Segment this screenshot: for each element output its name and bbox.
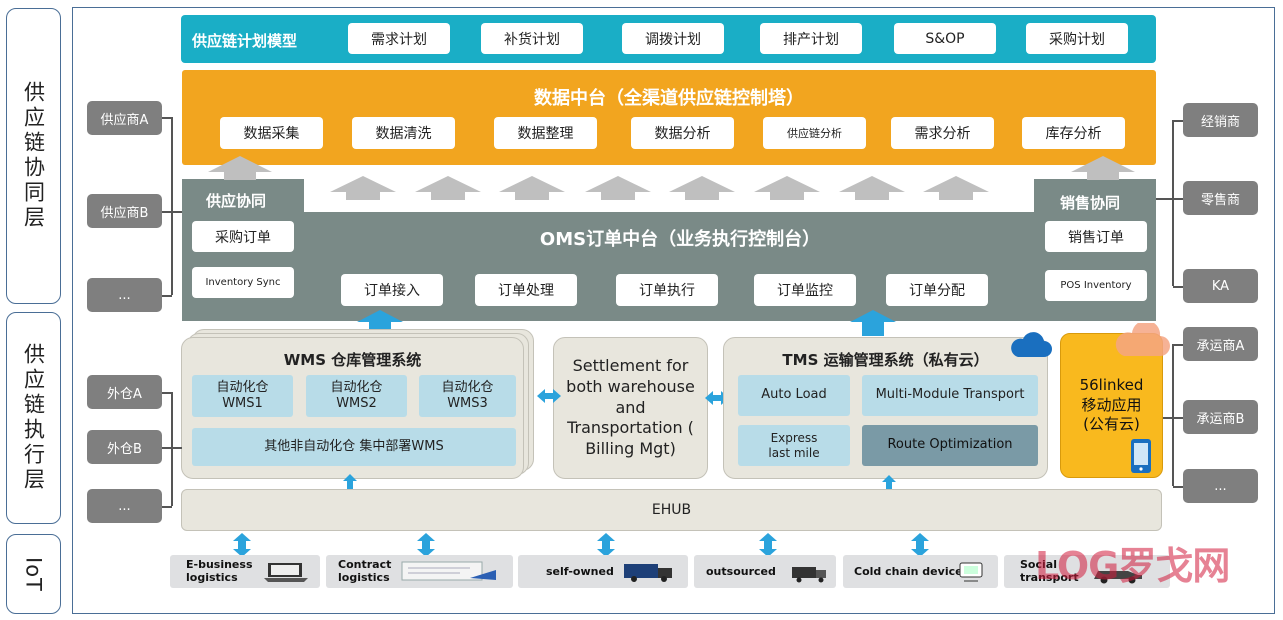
supply-collab-title: 供应协同 bbox=[206, 192, 267, 210]
oms-item[interactable]: 订单处理 bbox=[475, 274, 577, 306]
up-arrow-icon bbox=[839, 176, 905, 200]
carrier-more[interactable]: ... bbox=[1183, 469, 1258, 503]
planning-title: 供应链计划模型 bbox=[192, 32, 298, 50]
iot-social-transport[interactable]: Social transport bbox=[1004, 555, 1170, 588]
wms-oms-arrow bbox=[357, 310, 403, 336]
pos-inventory[interactable]: POS Inventory bbox=[1045, 270, 1147, 301]
planning-item[interactable]: 调拨计划 bbox=[622, 23, 724, 54]
data-platform-item[interactable]: 数据整理 bbox=[494, 117, 597, 149]
supplier-more[interactable]: ... bbox=[87, 278, 162, 312]
data-platform-item[interactable]: 数据分析 bbox=[631, 117, 734, 149]
supplier-a[interactable]: 供应商A bbox=[87, 101, 162, 135]
laptop-icon bbox=[264, 563, 308, 582]
tms-oms-arrow bbox=[850, 310, 896, 336]
up-arrow-icon bbox=[1071, 156, 1135, 180]
ehub-label: EHUB bbox=[651, 502, 692, 518]
ehub-bar[interactable]: EHUB bbox=[181, 489, 1162, 531]
mobile-app-text: 56linked 移动应用 (公有云) bbox=[1079, 376, 1144, 433]
supplier-b[interactable]: 供应商B bbox=[87, 194, 162, 228]
vertical-double-arrow-icon bbox=[597, 533, 615, 557]
purchase-order[interactable]: 采购订单 bbox=[192, 221, 294, 252]
up-arrow-icon bbox=[208, 156, 272, 180]
device-icon bbox=[959, 562, 983, 582]
warehouse-b[interactable]: 外仓B bbox=[87, 430, 162, 464]
planning-item[interactable]: 补货计划 bbox=[481, 23, 583, 54]
layer-label-execution: 供应链执行层 bbox=[6, 312, 61, 524]
layer-label-iot: IoT bbox=[6, 534, 61, 614]
tms-route-optimization[interactable]: Route Optimization bbox=[862, 425, 1038, 466]
settlement-text: Settlement for both warehouse and Transp… bbox=[566, 356, 695, 459]
data-platform-item[interactable]: 需求分析 bbox=[891, 117, 994, 149]
distributor[interactable]: 经销商 bbox=[1183, 103, 1258, 137]
data-platform-item[interactable]: 数据清洗 bbox=[352, 117, 455, 149]
oms-item[interactable]: 订单监控 bbox=[754, 274, 856, 306]
vertical-double-arrow-icon bbox=[911, 533, 929, 557]
up-arrow-icon bbox=[585, 176, 651, 200]
phone-icon bbox=[1131, 439, 1151, 473]
double-arrow-icon bbox=[537, 389, 561, 403]
data-platform-item[interactable]: 数据采集 bbox=[220, 117, 323, 149]
up-arrow-icon bbox=[499, 176, 565, 200]
oms-title: OMS订单中台（业务执行控制台） bbox=[539, 229, 821, 250]
carrier-a[interactable]: 承运商A bbox=[1183, 327, 1258, 361]
oms-item[interactable]: 订单执行 bbox=[616, 274, 718, 306]
tms-title: TMS 运输管理系统（私有云） bbox=[782, 351, 989, 369]
planning-item[interactable]: 采购计划 bbox=[1026, 23, 1128, 54]
cloud-icon bbox=[1115, 323, 1170, 356]
car-icon bbox=[1094, 571, 1142, 584]
vertical-double-arrow-icon bbox=[233, 533, 251, 557]
warehouse-a[interactable]: 外仓A bbox=[87, 375, 162, 409]
retailer[interactable]: 零售商 bbox=[1183, 181, 1258, 215]
layer-label-collaboration: 供应链协同层 bbox=[6, 8, 61, 304]
wms-auto-warehouse[interactable]: 自动化仓 WMS2 bbox=[306, 375, 407, 417]
tms-multi-module[interactable]: Multi-Module Transport bbox=[862, 375, 1038, 416]
oms-item[interactable]: 订单接入 bbox=[341, 274, 443, 306]
oms-item[interactable]: 订单分配 bbox=[886, 274, 988, 306]
truck-icon bbox=[792, 567, 826, 583]
up-arrows bbox=[208, 156, 1135, 200]
up-arrow-icon bbox=[330, 176, 396, 200]
iot-outsourced[interactable]: outsourced bbox=[694, 555, 836, 588]
settlement-box[interactable]: Settlement for both warehouse and Transp… bbox=[553, 337, 708, 479]
tms-express-last-mile[interactable]: Express last mile bbox=[738, 425, 850, 466]
cloud-icon bbox=[1011, 332, 1052, 357]
up-arrow-icon bbox=[357, 310, 403, 336]
data-platform-item[interactable]: 供应链分析 bbox=[763, 117, 866, 149]
up-arrow-icon bbox=[923, 176, 989, 200]
document-icon bbox=[401, 561, 496, 581]
sales-collab-title: 销售协同 bbox=[1060, 194, 1121, 212]
wms-auto-warehouse[interactable]: 自动化仓 WMS1 bbox=[192, 375, 293, 417]
key-account[interactable]: KA bbox=[1183, 269, 1258, 303]
warehouse-more[interactable]: ... bbox=[87, 489, 162, 523]
vertical-double-arrow-icon bbox=[417, 533, 435, 557]
oms-top-cutout bbox=[304, 179, 1034, 212]
tms-auto-load[interactable]: Auto Load bbox=[738, 375, 850, 416]
up-arrow-icon bbox=[669, 176, 735, 200]
vertical-double-arrow-icon bbox=[759, 533, 777, 557]
inventory-sync[interactable]: Inventory Sync bbox=[192, 267, 294, 298]
planning-item[interactable]: 需求计划 bbox=[348, 23, 450, 54]
data-platform-title: 数据中台（全渠道供应链控制塔） bbox=[534, 88, 804, 109]
wms-central[interactable]: 其他非自动化仓 集中部署WMS bbox=[192, 428, 516, 466]
truck-icon bbox=[624, 564, 672, 582]
up-arrow-icon bbox=[850, 310, 896, 336]
wms-auto-warehouse[interactable]: 自动化仓 WMS3 bbox=[419, 375, 516, 417]
wms-title: WMS 仓库管理系统 bbox=[283, 351, 422, 369]
up-arrow-icon bbox=[415, 176, 481, 200]
planning-item[interactable]: 排产计划 bbox=[760, 23, 862, 54]
planning-item[interactable]: S&OP bbox=[894, 23, 996, 54]
data-platform-item[interactable]: 库存分析 bbox=[1022, 117, 1125, 149]
carrier-b[interactable]: 承运商B bbox=[1183, 400, 1258, 434]
up-arrow-icon bbox=[754, 176, 820, 200]
watermark-logo: LOG罗戈网 bbox=[1035, 544, 1230, 588]
sales-order[interactable]: 销售订单 bbox=[1045, 221, 1147, 252]
